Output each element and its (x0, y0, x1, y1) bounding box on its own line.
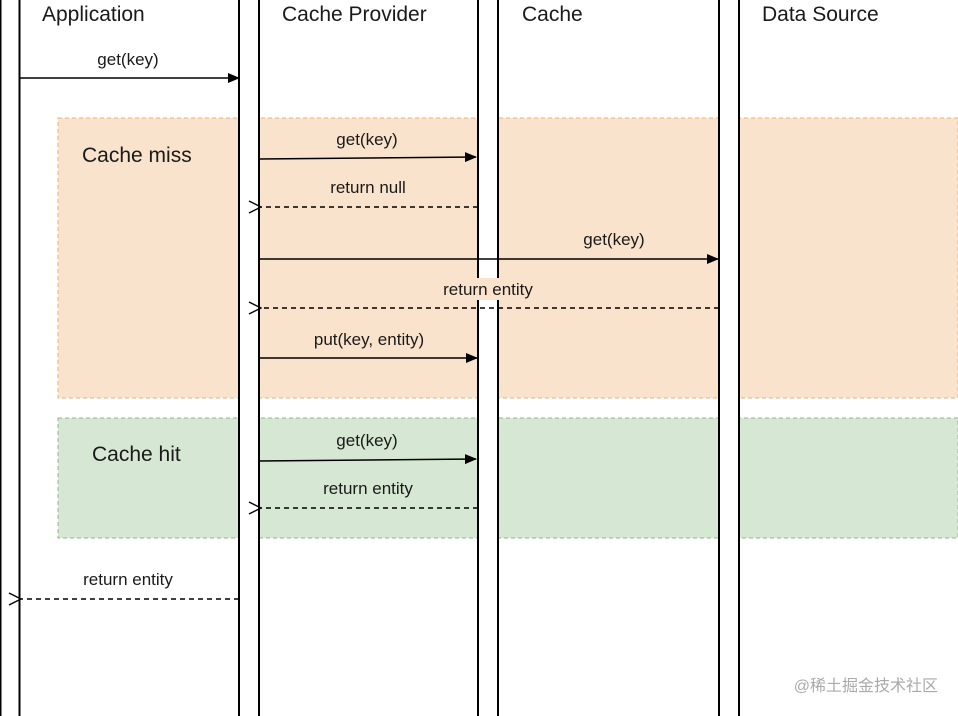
fragment-cache-hit (57, 417, 958, 539)
message-arrow-hit-get (258, 454, 477, 465)
fragment-cache-miss (57, 117, 958, 399)
watermark-text: @稀土掘金技术社区 (794, 677, 938, 695)
message-label-datasource-return: return entity (443, 280, 533, 299)
message-label-app-return: return entity (83, 570, 173, 589)
lifeline-cache-provider (238, 0, 260, 716)
fragment-label-cache-miss: Cache miss (82, 144, 192, 167)
message-label-hit-get: get(key) (336, 431, 397, 450)
message-label-return-null: return null (330, 178, 406, 197)
message-label-miss-cache-get: get(key) (336, 130, 397, 149)
message-label-hit-return: return entity (323, 479, 413, 498)
lifeline-title-data-source: Data Source (762, 3, 879, 26)
lifeline-title-cache: Cache (522, 3, 583, 26)
lifeline-application (0, 0, 21, 716)
fragment-label-cache-hit: Cache hit (92, 443, 181, 466)
lifeline-title-application: Application (42, 3, 145, 26)
lifeline-cache (477, 0, 499, 716)
message-arrow-miss-cache-get (258, 152, 477, 163)
lifeline-data-source (718, 0, 740, 716)
message-label-datasource-get: get(key) (583, 230, 644, 249)
label-background (426, 278, 550, 300)
lifeline-title-cache-provider: Cache Provider (282, 3, 427, 26)
message-label-put: put(key, entity) (314, 330, 424, 349)
message-label-app-get: get(key) (97, 50, 158, 69)
